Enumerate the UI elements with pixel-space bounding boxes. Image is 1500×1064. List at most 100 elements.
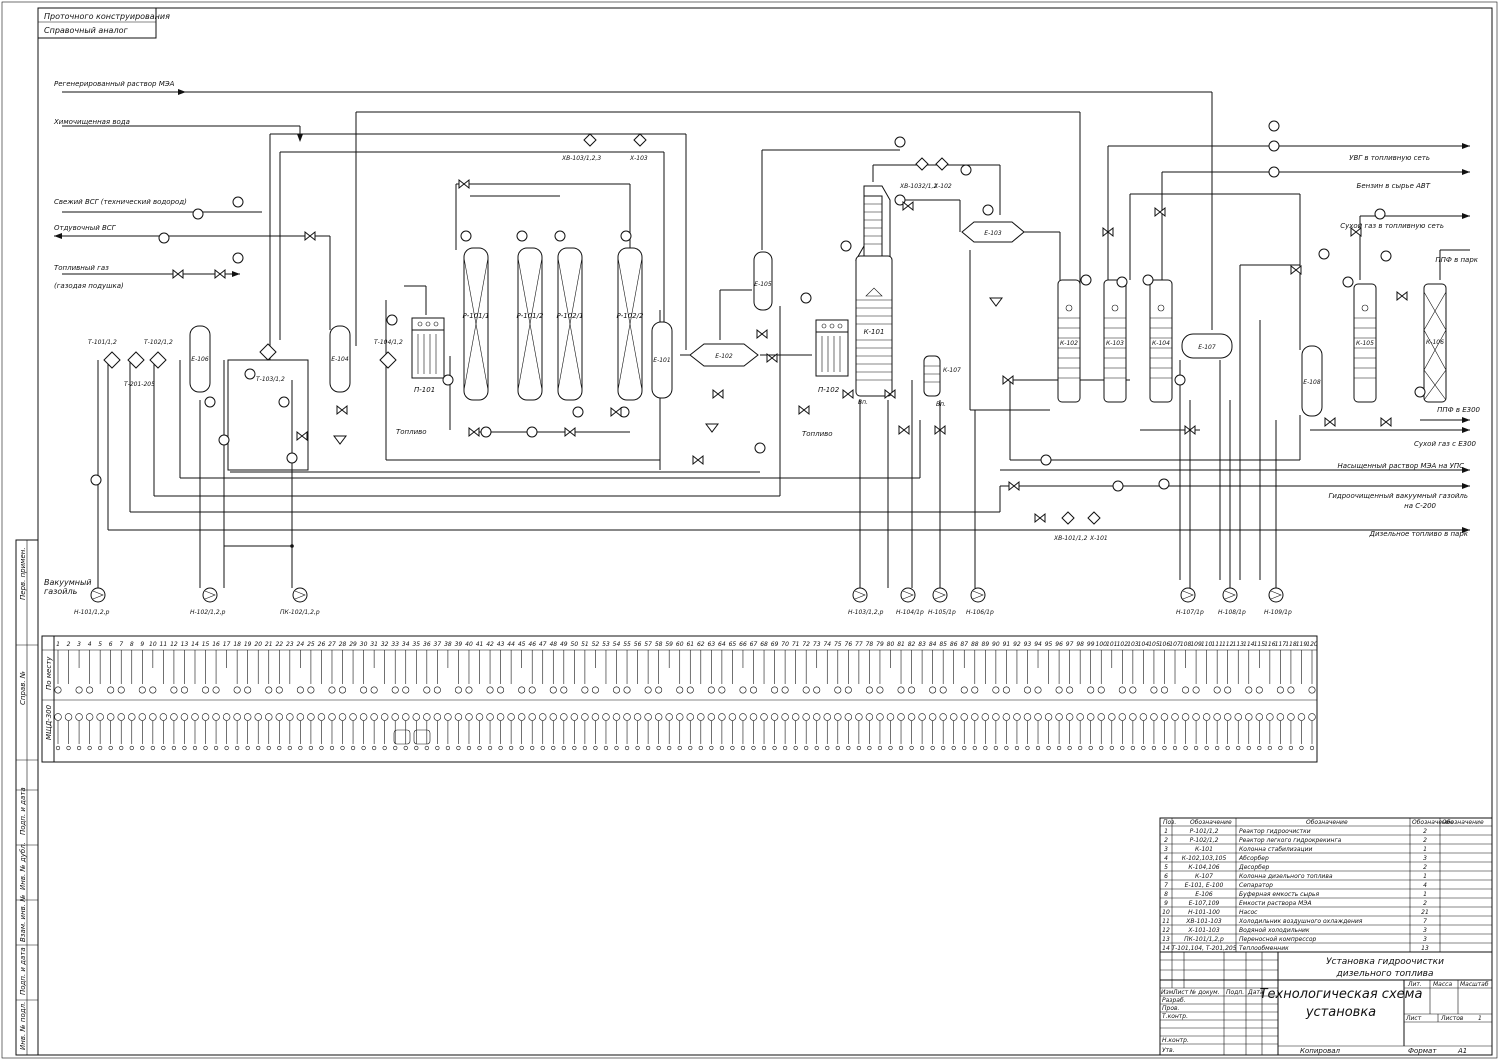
panel-instrument-icon: [1308, 713, 1316, 721]
instrument-bubble-icon: [158, 232, 170, 244]
local-gauge-icon: [1287, 686, 1295, 694]
spec-cell: Емкости раствора МЭА: [1239, 900, 1312, 907]
instrument-bubble-icon: [572, 406, 584, 418]
panel-position-number: 60: [676, 641, 684, 648]
instrument-bubble-icon: [1414, 386, 1426, 398]
panel-position-number: 84: [929, 641, 937, 648]
valve-icon: [1184, 424, 1196, 436]
terminal-icon: [983, 745, 988, 751]
stream-out-hc-gas: УВГ в топливную сеть: [1349, 154, 1430, 162]
valve-icon: [336, 404, 348, 416]
instrument-bubble-icon: [894, 136, 906, 148]
column-k106-label: К-106: [1426, 339, 1444, 346]
local-gauge-icon: [686, 686, 694, 694]
panel-position-number: 21: [265, 641, 273, 648]
terminal-icon: [846, 745, 851, 751]
pump-pk102: ПК-102/1,2,р: [280, 587, 320, 616]
controller-box-icon: [393, 729, 411, 745]
spec-cell: 12: [1162, 927, 1170, 934]
local-gauge-icon: [1087, 686, 1095, 694]
panel-position-number: 96: [1055, 641, 1063, 648]
terminal-icon: [930, 745, 935, 751]
terminal-icon: [772, 745, 777, 751]
terminal-icon: [1067, 745, 1072, 751]
local-gauge-icon: [560, 686, 568, 694]
panel-position-number: 34: [402, 641, 410, 648]
reactor-r102-1-label: Р-102/1: [557, 312, 584, 320]
terminal-icon: [171, 745, 177, 751]
instrument-bubble-icon: [1040, 454, 1052, 466]
valve-icon: [712, 388, 724, 400]
valve-icon: [1350, 226, 1362, 238]
panel-position-number: 87: [960, 641, 968, 648]
instrument-bubble-icon: [480, 426, 492, 438]
panel-position-number: 76: [845, 641, 853, 648]
panel-position-number: 32: [381, 641, 389, 648]
terminal-icon: [920, 745, 925, 751]
panel-instrument-icon: [686, 713, 694, 721]
spec-cell: Насос: [1239, 909, 1258, 916]
valve-icon: [296, 430, 308, 442]
reactor-r101-2-label: Р-101/2: [517, 312, 544, 320]
panel-position-number: 94: [1034, 641, 1042, 648]
stream-in-water: Химочищенная вода: [53, 118, 130, 126]
instrument-bubble-icon: [218, 434, 230, 446]
reactor-r101-1: Р-101/1: [463, 247, 489, 401]
spec-cell: К-102,103,105: [1182, 855, 1227, 862]
vessel-e105: Е-105: [753, 251, 773, 311]
reactor-r102-2-label: Р-102/2: [617, 312, 644, 320]
panel-position-number: 22: [275, 641, 283, 648]
terminal-icon: [1215, 745, 1220, 751]
instrument-bubble-icon: [232, 252, 244, 264]
panel-instrument-icon: [939, 713, 947, 721]
valve-icon: [766, 352, 778, 364]
panel-instrument-icon: [370, 713, 378, 721]
exchanger-t102: Т-102/1,2: [144, 339, 173, 369]
stamp-perv-primen: Перв. примен.: [19, 547, 27, 600]
terminal-icon: [266, 745, 271, 751]
panel-position-number: 89: [982, 641, 990, 648]
valve-icon: [1324, 416, 1336, 428]
panel-position-number: 6: [109, 641, 113, 648]
panel-position-number: 115: [1254, 641, 1266, 648]
local-gauge-icon: [771, 686, 779, 694]
terminal-icon: [1099, 745, 1104, 751]
spec-cell: 1: [1423, 846, 1427, 853]
panel-instrument-icon: [1192, 713, 1200, 721]
terminal-icon: [530, 745, 535, 751]
terminal-icon: [414, 745, 419, 751]
instrument-bubble-icon: [386, 314, 398, 326]
panel-instrument-icon: [128, 713, 136, 721]
local-gauge-icon: [613, 686, 621, 694]
panel-position-number: 49: [560, 641, 568, 648]
terminal-icon: [1004, 745, 1009, 751]
instrument-bubble-icon: [460, 230, 472, 242]
stream-in-vgo-1: Вакуумный: [44, 578, 91, 587]
valve-icon: [1034, 512, 1046, 524]
stream-in-fuel-gas-note: (газодая подушка): [54, 282, 124, 290]
terminal-icon: [540, 745, 545, 751]
panel-instrument-icon: [928, 713, 937, 721]
panel-instrument-icon: [602, 713, 610, 721]
exchanger-t101: Т-101/1,2: [88, 339, 121, 369]
local-gauge-icon: [549, 686, 557, 694]
tb-role-nkontr: Н.контр.: [1162, 1037, 1189, 1044]
panel-position-number: 100: [1096, 641, 1108, 648]
tb-sheets-num: 1: [1478, 1015, 1482, 1022]
local-gauge-icon: [180, 686, 188, 694]
terminal-icon: [751, 745, 756, 751]
vessel-e101: Е-101: [651, 321, 673, 399]
spec-cell: 5: [1164, 864, 1168, 871]
column-k104-label: К-104: [1152, 340, 1170, 347]
panel-instrument-icon: [728, 713, 737, 721]
panel-position-number: 33: [391, 641, 399, 648]
air-cooler-xv1032: ХВ-1032/1,2: [899, 157, 937, 190]
instrument-bubble-icon: [960, 164, 972, 176]
panel-instrument-icon: [855, 713, 863, 721]
terminal-icon: [561, 745, 566, 751]
panel-instrument-icon: [412, 713, 420, 721]
k101-vp-label: Вп.: [858, 399, 868, 406]
panel-instrument-icon: [106, 713, 115, 721]
valve-icon: [692, 454, 704, 466]
valve-icon: [902, 200, 914, 212]
